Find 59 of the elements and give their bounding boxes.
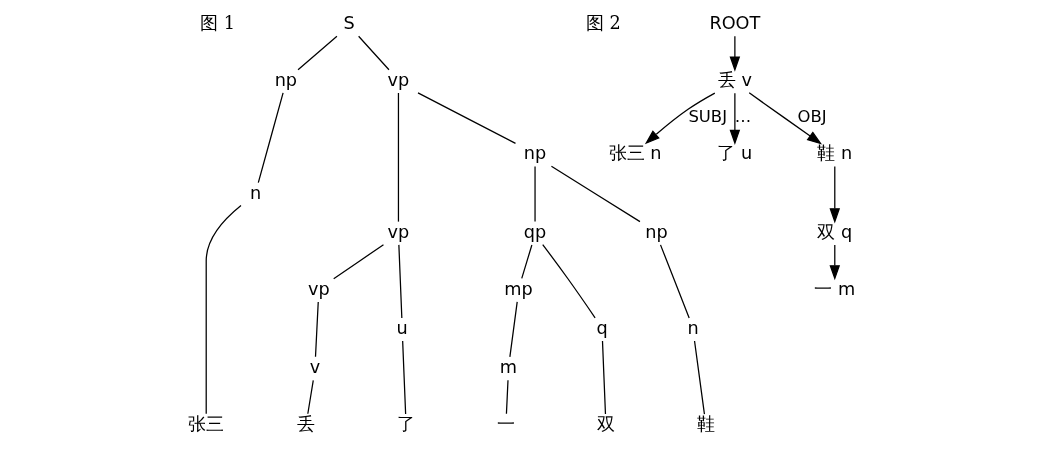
connector [533,166,536,223]
connector [508,301,518,358]
node-text: 一 [496,414,515,435]
node-text: n [687,318,699,339]
node-text: 鞋 [696,414,715,435]
node-text: 一 m [813,278,855,299]
label: 图 2 [585,13,621,34]
node-text: S [343,13,355,34]
node-text: 了 [396,414,415,435]
node-text: vp [307,278,330,299]
connector [520,244,532,280]
connector [205,204,242,415]
arrow [644,92,715,145]
node-text: 张三 [187,414,224,435]
arrow [829,166,840,224]
node-text: m [499,357,517,378]
connector [601,340,606,415]
node-text: n [249,182,261,203]
node-text: mp [503,278,533,299]
node-text: u [396,318,408,339]
edge-label: SUBJ [687,107,727,127]
node-text: 了 u [716,143,752,164]
connector [397,92,399,223]
node-text: 双 [596,414,615,435]
node-text: q [595,318,608,339]
node-text: 张三 n [608,143,661,164]
arrow [729,35,740,72]
node-text: ROOT [708,13,760,34]
connector [357,35,390,71]
connector [505,379,509,415]
node-text: 鞋 n [816,143,852,164]
connector [550,165,641,223]
connector [541,244,596,319]
connector [416,92,516,145]
node-text: qp [523,221,546,242]
node-text: vp [387,70,409,91]
node-text: 丢 [296,414,315,435]
connector [257,92,284,184]
arrow [748,92,822,145]
connector [332,244,384,280]
edge-label: … [734,107,751,127]
node-text: np [274,70,297,91]
connector [401,340,406,415]
connector [693,340,705,415]
connector [306,379,314,415]
connector [397,244,402,319]
edge-label: OBJ [796,107,827,127]
node-text: np [523,143,546,164]
arrow [829,244,840,281]
node-text: vp [387,221,409,242]
label: 图 1 [199,13,235,34]
node-text: 丢 v [717,70,752,91]
node-text: v [309,357,320,378]
node-text: np [644,221,668,242]
connector [314,301,319,358]
node-text: 双 q [816,221,852,242]
arrow [729,92,740,145]
connector [296,35,338,71]
connector [659,244,690,319]
